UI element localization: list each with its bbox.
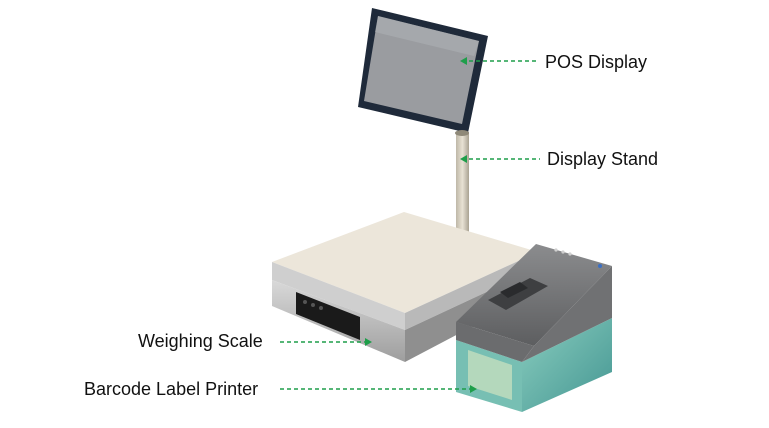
label-display-stand: Display Stand xyxy=(547,149,659,169)
display-stand-graphic xyxy=(455,130,469,240)
leader-pos-display-arrow xyxy=(460,57,467,65)
label-pos-display: POS Display xyxy=(545,52,648,72)
leader-barcode-printer-arrow xyxy=(470,385,477,393)
leader-lines xyxy=(280,57,540,393)
leader-weighing-scale-arrow xyxy=(365,338,372,346)
label-weighing-scale: Weighing Scale xyxy=(138,331,263,351)
pos-display-graphic xyxy=(358,8,488,133)
barcode-label-printer-graphic xyxy=(456,244,612,412)
leader-display-stand-arrow xyxy=(460,155,467,163)
label-barcode-label-printer: Barcode Label Printer xyxy=(84,379,259,399)
